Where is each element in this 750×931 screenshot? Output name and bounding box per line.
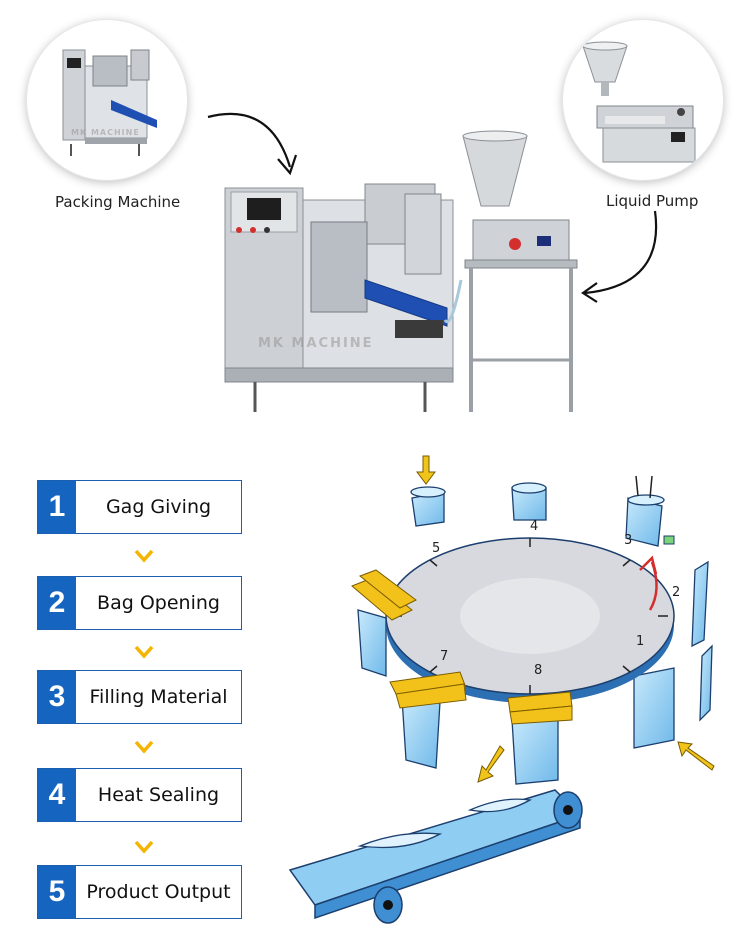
thumb-watermark: MK MACHINE <box>71 128 140 137</box>
station-2: 2 <box>672 585 680 600</box>
station-8: 8 <box>534 663 542 678</box>
step-2: 2 Bag Opening <box>37 576 242 630</box>
main-watermark: MK MACHINE <box>258 336 374 351</box>
station-7: 7 <box>440 649 448 664</box>
arrow-from-liquid-pump <box>581 210 658 303</box>
liquid-pump-caption: Liquid Pump <box>606 192 699 210</box>
step-number: 5 <box>38 866 76 918</box>
step-label: Product Output <box>86 881 231 903</box>
chevron-down-icon <box>134 840 154 854</box>
station-3: 3 <box>624 533 632 548</box>
chevron-down-icon <box>134 645 154 659</box>
output-conveyor <box>288 789 583 924</box>
step-label: Filling Material <box>89 686 228 708</box>
liquid-pump-thumbnail <box>563 20 723 180</box>
control-screen <box>247 198 281 220</box>
step-label: Bag Opening <box>97 592 220 614</box>
step-number: 2 <box>38 577 76 629</box>
arrow-to-packing-machine <box>207 112 298 176</box>
packing-machine-thumbnail: MK MACHINE <box>27 20 187 180</box>
step-label: Gag Giving <box>105 496 212 518</box>
turntable <box>385 537 675 703</box>
flow-arrows <box>416 455 715 783</box>
station-4: 4 <box>530 519 538 534</box>
pouches <box>357 482 713 785</box>
station-5: 5 <box>432 541 440 556</box>
step-3: 3 Filling Material <box>37 670 242 724</box>
packing-machine-caption: Packing Machine <box>55 193 181 211</box>
sealing-jaws <box>351 569 573 725</box>
step-label: Heat Sealing <box>97 784 220 806</box>
station-1: 1 <box>636 634 644 649</box>
packing-machine-illustration <box>224 130 578 412</box>
rotary-packing-diagram: 1 2 3 4 5 6 7 8 <box>288 455 715 924</box>
chevron-down-icon <box>134 549 154 563</box>
step-number: 4 <box>38 769 76 821</box>
step-5: 5 Product Output <box>37 865 242 919</box>
step-number: 1 <box>38 481 76 533</box>
chevron-down-icon <box>134 740 154 754</box>
step-number: 3 <box>38 671 76 723</box>
step-1: 1 Gag Giving <box>37 480 242 534</box>
step-4: 4 Heat Sealing <box>37 768 242 822</box>
